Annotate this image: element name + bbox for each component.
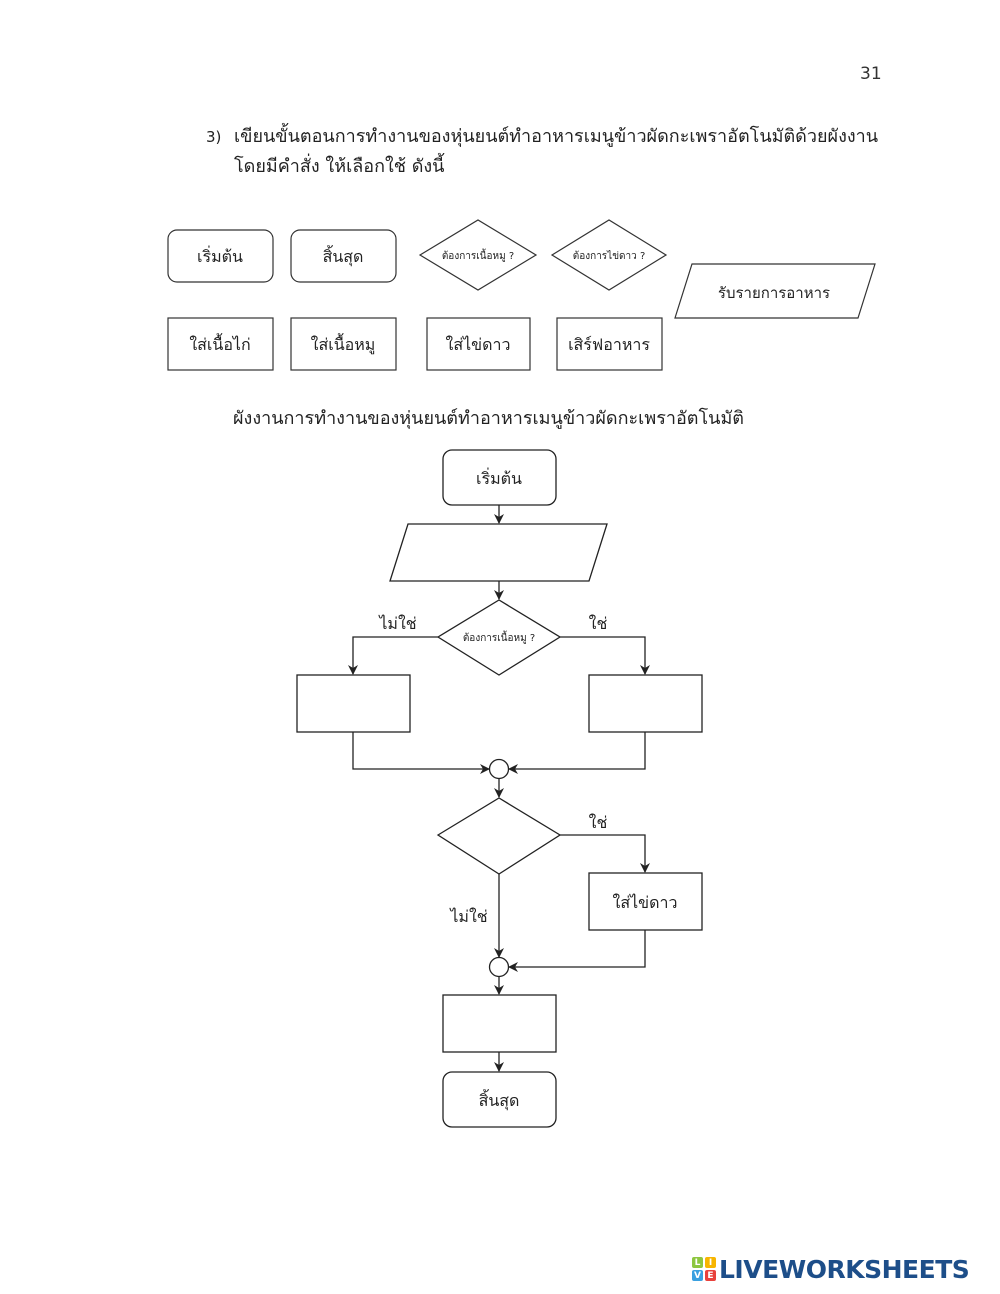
svg-text:ใส่ไข่ดาว: ใส่ไข่ดาว bbox=[613, 893, 678, 912]
page-number: 31 bbox=[860, 64, 882, 84]
svg-text:ต้องการเนื้อหมู ?: ต้องการเนื้อหมู ? bbox=[463, 630, 535, 644]
instruction: 3)เขียนขั้นตอนการทำงานของหุ่นยนต์ทำอาหาร… bbox=[206, 122, 878, 182]
logo-tile: E bbox=[705, 1270, 716, 1281]
liveworksheets-logo: L I V E LIVEWORKSHEETS bbox=[692, 1254, 970, 1284]
instruction-line-1: 3)เขียนขั้นตอนการทำงานของหุ่นยนต์ทำอาหาร… bbox=[206, 122, 878, 152]
merge-connector bbox=[488, 956, 510, 978]
flow-start: เริ่มต้น bbox=[442, 449, 557, 506]
svg-text:สิ้นสุด: สิ้นสุด bbox=[479, 1089, 520, 1111]
flow-end: สิ้นสุด bbox=[442, 1071, 557, 1128]
flow-input-slot[interactable] bbox=[389, 523, 608, 582]
flow-decision-slot[interactable] bbox=[436, 797, 562, 875]
instruction-number: 3) bbox=[206, 128, 222, 146]
connector bbox=[508, 732, 646, 774]
option-end[interactable]: สิ้นสุด bbox=[290, 229, 397, 283]
flowchart bbox=[348, 505, 650, 1072]
option-decision-pork[interactable]: ต้องการเนื้อหมู ? bbox=[418, 219, 538, 291]
svg-text:ใส่เนื้อไก่: ใส่เนื้อไก่ bbox=[189, 333, 250, 354]
option-add-chicken[interactable]: ใส่เนื้อไก่ bbox=[167, 317, 274, 371]
option-add-pork[interactable]: ใส่เนื้อหมู bbox=[290, 317, 397, 371]
connector bbox=[352, 732, 490, 774]
svg-text:ใส่เนื้อหมู: ใส่เนื้อหมู bbox=[311, 333, 376, 355]
svg-text:เริ่มต้น: เริ่มต้น bbox=[197, 245, 243, 266]
label-yes: ใช่ bbox=[589, 813, 608, 832]
flow-left-box-slot[interactable] bbox=[296, 674, 411, 733]
connector-no bbox=[348, 636, 438, 675]
instruction-line-2: โดยมีคำสั่ง ให้เลือกใช้ ดังนี้ bbox=[234, 156, 445, 177]
option-add-egg[interactable]: ใส่ไข่ดาว bbox=[426, 317, 531, 371]
flowchart-caption: ผังงานการทำงานของหุ่นยนต์ทำอาหารเมนูข้าว… bbox=[233, 408, 744, 429]
logo-text: LIVEWORKSHEETS bbox=[719, 1254, 970, 1284]
option-serve[interactable]: เสิร์ฟอาหาร bbox=[556, 317, 663, 371]
option-decision-egg[interactable]: ต้องการไข่ดาว ? bbox=[550, 219, 668, 291]
svg-text:รับรายการอาหาร: รับรายการอาหาร bbox=[718, 284, 830, 302]
merge-connector bbox=[488, 758, 510, 780]
flow-final-box-slot[interactable] bbox=[442, 994, 557, 1053]
logo-icon: L I V E bbox=[692, 1257, 716, 1281]
connector-yes bbox=[560, 834, 650, 873]
flow-right-box-slot[interactable] bbox=[588, 674, 703, 733]
svg-text:สิ้นสุด: สิ้นสุด bbox=[323, 245, 364, 267]
svg-text:ใส่ไข่ดาว: ใส่ไข่ดาว bbox=[446, 335, 511, 354]
connector-yes bbox=[560, 636, 650, 675]
flow-decision-pork: ต้องการเนื้อหมู ? bbox=[436, 599, 562, 676]
logo-tile: I bbox=[705, 1257, 716, 1268]
option-start[interactable]: เริ่มต้น bbox=[167, 229, 274, 283]
svg-text:เสิร์ฟอาหาร: เสิร์ฟอาหาร bbox=[568, 335, 650, 354]
option-input-order[interactable]: รับรายการอาหาร bbox=[674, 263, 876, 319]
flow-add-egg: ใส่ไข่ดาว bbox=[588, 872, 703, 931]
svg-text:ต้องการเนื้อหมู ?: ต้องการเนื้อหมู ? bbox=[442, 248, 514, 262]
svg-text:เริ่มต้น: เริ่มต้น bbox=[476, 467, 522, 488]
svg-text:ต้องการไข่ดาว ?: ต้องการไข่ดาว ? bbox=[573, 250, 646, 262]
connector bbox=[508, 930, 646, 972]
label-no: ไม่ใช่ bbox=[377, 614, 416, 633]
logo-tile: L bbox=[692, 1257, 703, 1268]
label-yes: ใช่ bbox=[589, 614, 608, 633]
label-no: ไม่ใช่ bbox=[448, 907, 487, 926]
logo-tile: V bbox=[692, 1270, 703, 1281]
